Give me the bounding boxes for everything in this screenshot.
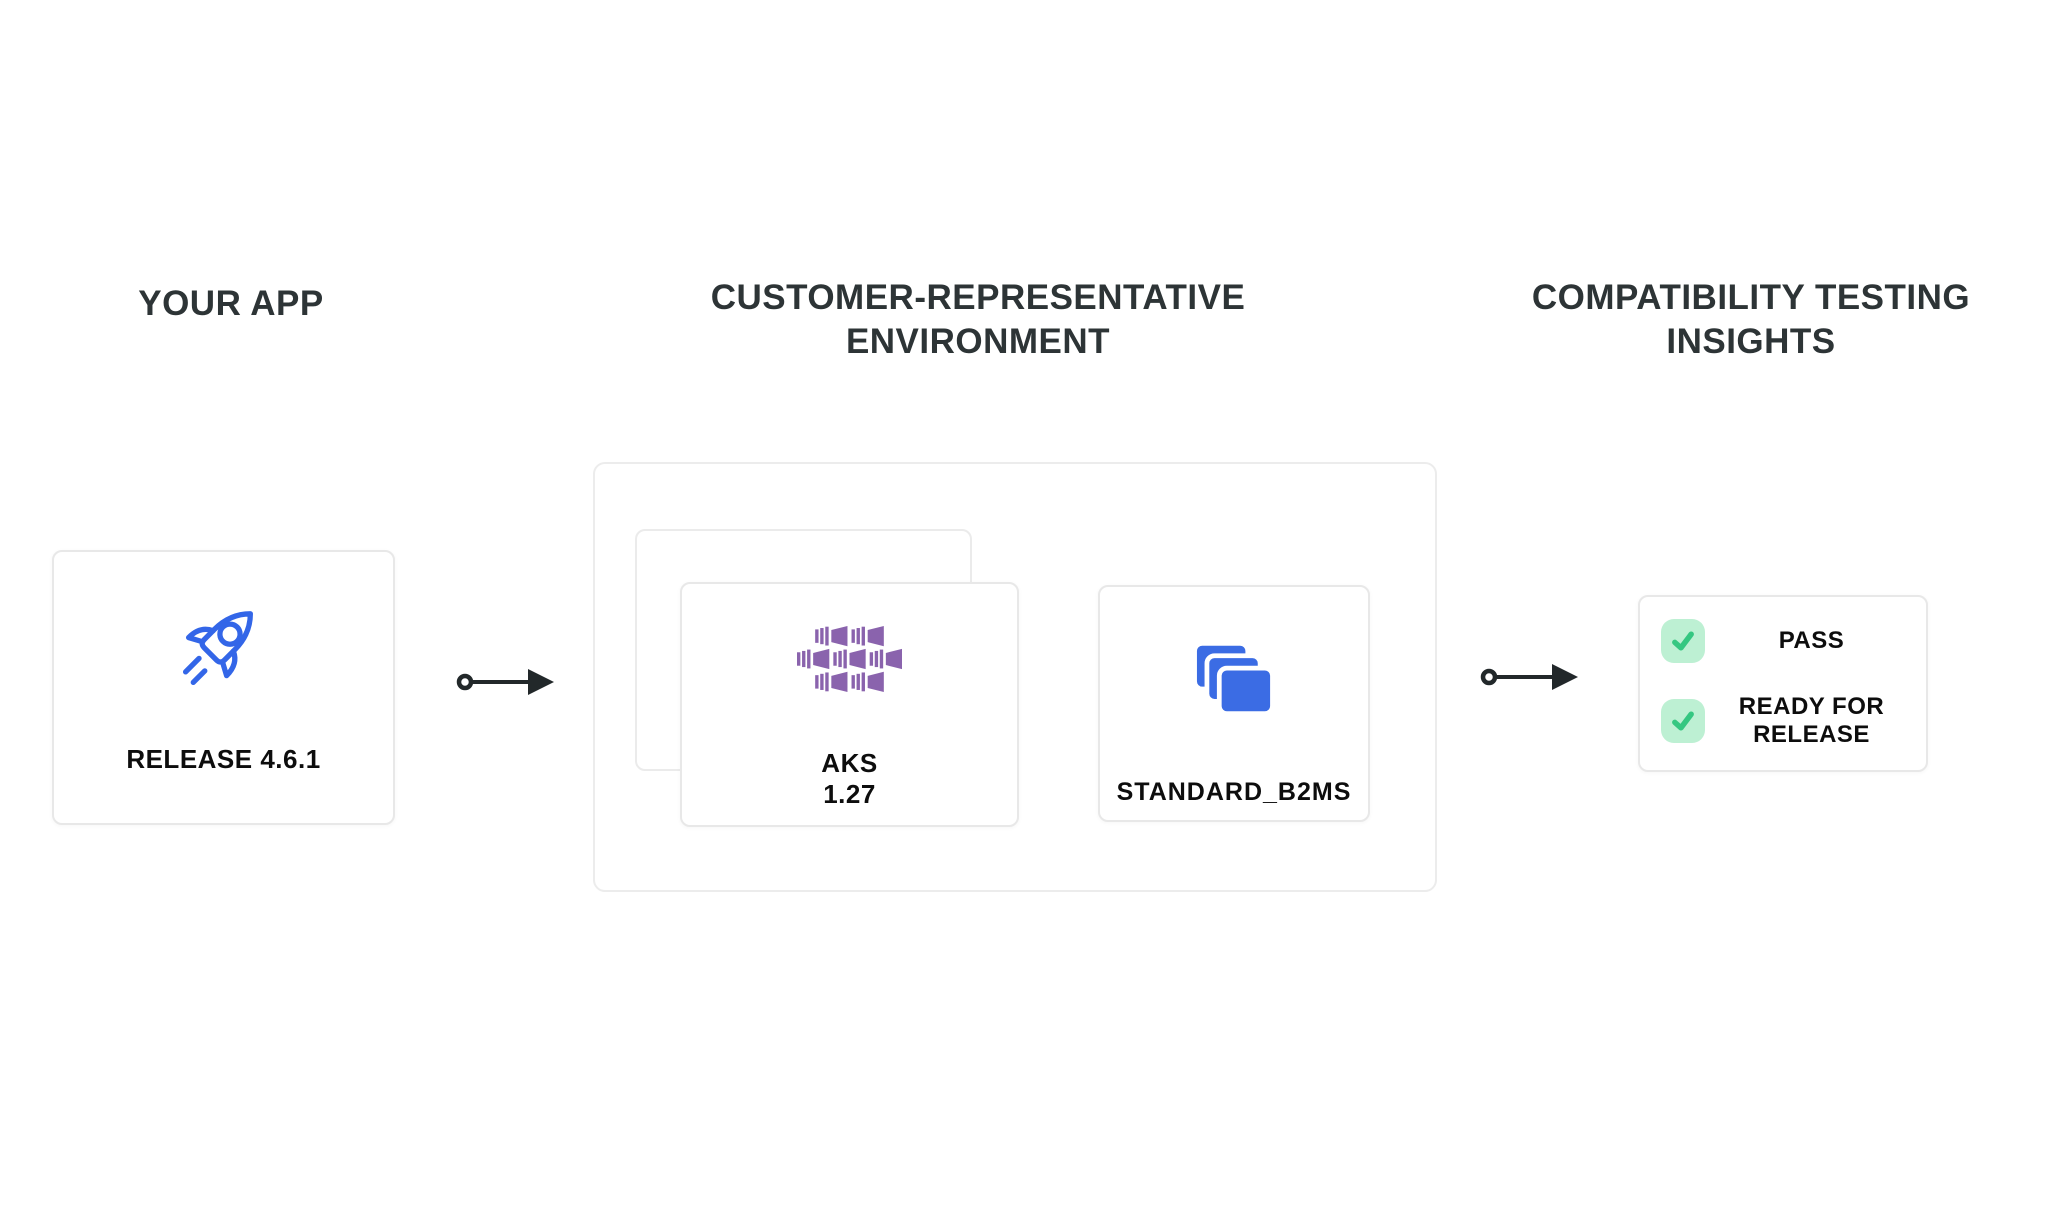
environment-heading-line1: CUSTOMER-REPRESENTATIVE [710,278,1246,317]
aks-name: AKS [821,748,878,778]
your-app-heading: YOUR APP [31,282,431,326]
result-label-pass: PASS [1778,626,1845,654]
release-card: RELEASE 4.6.1 [52,550,395,825]
environment-container: AKS 1.27 STANDARD_B2MS [593,462,1437,892]
insights-heading-line1: COMPATIBILITY TESTING [1531,278,1971,317]
check-icon [1661,618,1705,663]
result-label-ready: READY FOR RELEASE [1738,692,1885,748]
insights-card: PASS READY FOR RELEASE [1638,595,1928,772]
aks-card: AKS 1.27 [680,582,1019,827]
result-row-ready: READY FOR RELEASE [1661,693,1918,749]
rocket-icon [176,596,272,697]
environment-heading-line2: ENVIRONMENT [845,322,1111,361]
check-icon [1661,698,1705,743]
result-row-pass: PASS [1661,618,1918,663]
aks-containers-icon [797,626,902,697]
your-app-heading-text: YOUR APP [138,284,324,323]
stacked-vm-icon [1192,641,1276,722]
flow-arrow-app-to-environment [456,669,554,695]
aks-version: 1.27 [823,779,876,809]
vm-size-card: STANDARD_B2MS [1098,585,1370,822]
vm-size-label: STANDARD_B2MS [1116,778,1352,806]
environment-heading: CUSTOMER-REPRESENTATIVE ENVIRONMENT [678,276,1278,364]
flow-arrow-environment-to-insights [1480,664,1578,690]
release-card-label: RELEASE 4.6.1 [126,744,321,774]
insights-heading-line2: INSIGHTS [1666,322,1836,361]
insights-heading: COMPATIBILITY TESTING INSIGHTS [1451,276,2048,364]
aks-card-label: AKS 1.27 [821,748,877,810]
